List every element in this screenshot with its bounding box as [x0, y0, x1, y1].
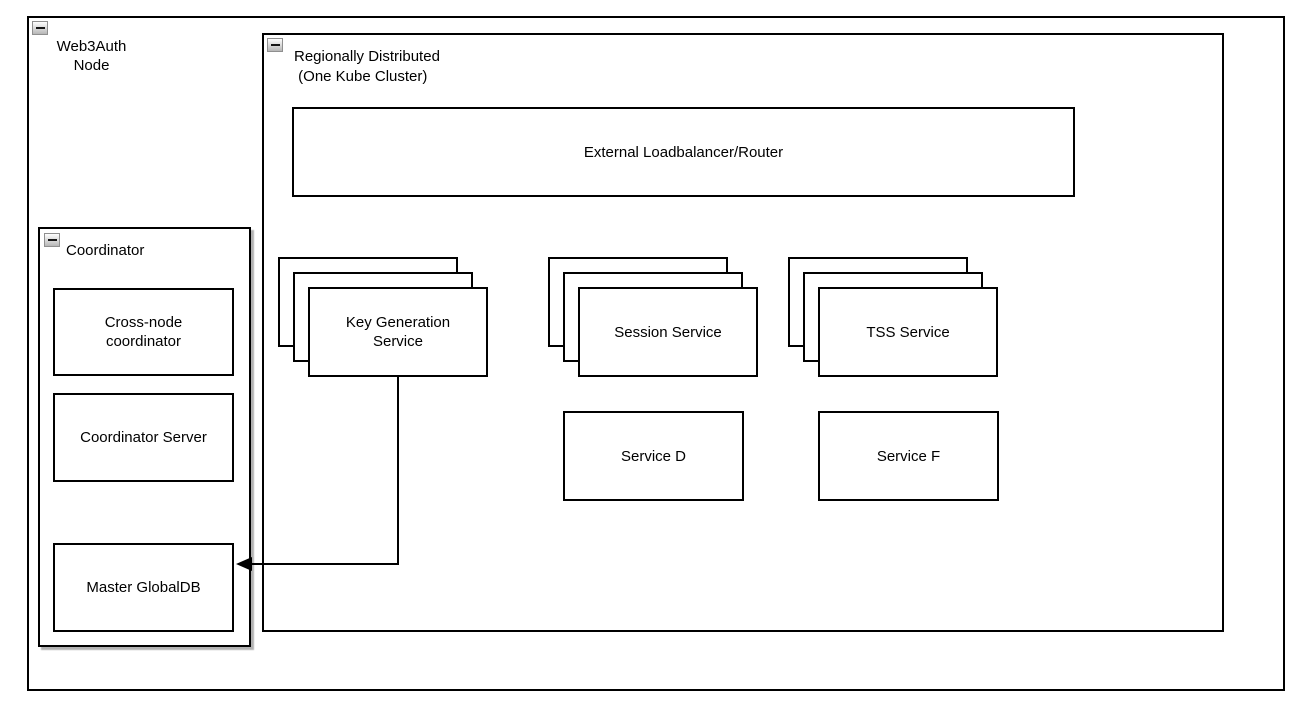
- minus-glyph: [35, 27, 45, 29]
- stack-layer-front[interactable]: Session Service: [578, 287, 758, 377]
- group-title-web3auth-node: Web3Auth Node: [56, 38, 127, 74]
- stack-label: TSS Service: [866, 323, 950, 341]
- stack-key-generation-service[interactable]: Key Generation Service: [278, 257, 490, 379]
- box-external-loadbalancer[interactable]: External Loadbalancer/Router: [292, 107, 1075, 197]
- stack-layer-front[interactable]: TSS Service: [818, 287, 998, 377]
- group-regionally-distributed[interactable]: Regionally Distributed (One Kube Cluster…: [262, 33, 1224, 632]
- group-web3auth-node[interactable]: Web3Auth Node Regionally Distributed (On…: [27, 16, 1285, 691]
- stack-session-service[interactable]: Session Service: [548, 257, 760, 379]
- box-master-globaldb[interactable]: Master GlobalDB: [53, 543, 234, 632]
- collapse-minus-icon[interactable]: [44, 233, 60, 247]
- box-service-d[interactable]: Service D: [563, 411, 744, 501]
- minus-glyph: [270, 44, 280, 46]
- box-label: Cross-node coordinator: [104, 314, 183, 350]
- group-title-coordinator: Coordinator: [66, 242, 145, 259]
- stack-label: Session Service: [614, 323, 722, 341]
- box-coordinator-server[interactable]: Coordinator Server: [53, 393, 234, 482]
- stack-layer-front[interactable]: Key Generation Service: [308, 287, 488, 377]
- box-label: Coordinator Server: [80, 429, 207, 446]
- box-label: Master GlobalDB: [86, 579, 201, 596]
- box-label: Service F: [876, 447, 941, 465]
- box-cross-node-coordinator[interactable]: Cross-node coordinator: [53, 288, 234, 376]
- stack-label: Key Generation Service: [345, 314, 451, 350]
- box-service-f[interactable]: Service F: [818, 411, 999, 501]
- collapse-minus-icon[interactable]: [267, 38, 283, 52]
- box-label: Service D: [620, 447, 687, 465]
- box-label: External Loadbalancer/Router: [583, 143, 784, 161]
- collapse-minus-icon[interactable]: [32, 21, 48, 35]
- minus-glyph: [47, 239, 57, 241]
- group-title-regionally-distributed: Regionally Distributed (One Kube Cluster…: [294, 48, 440, 85]
- stack-tss-service[interactable]: TSS Service: [788, 257, 1000, 379]
- group-coordinator[interactable]: Coordinator Cross-node coordinator Coord…: [38, 227, 251, 647]
